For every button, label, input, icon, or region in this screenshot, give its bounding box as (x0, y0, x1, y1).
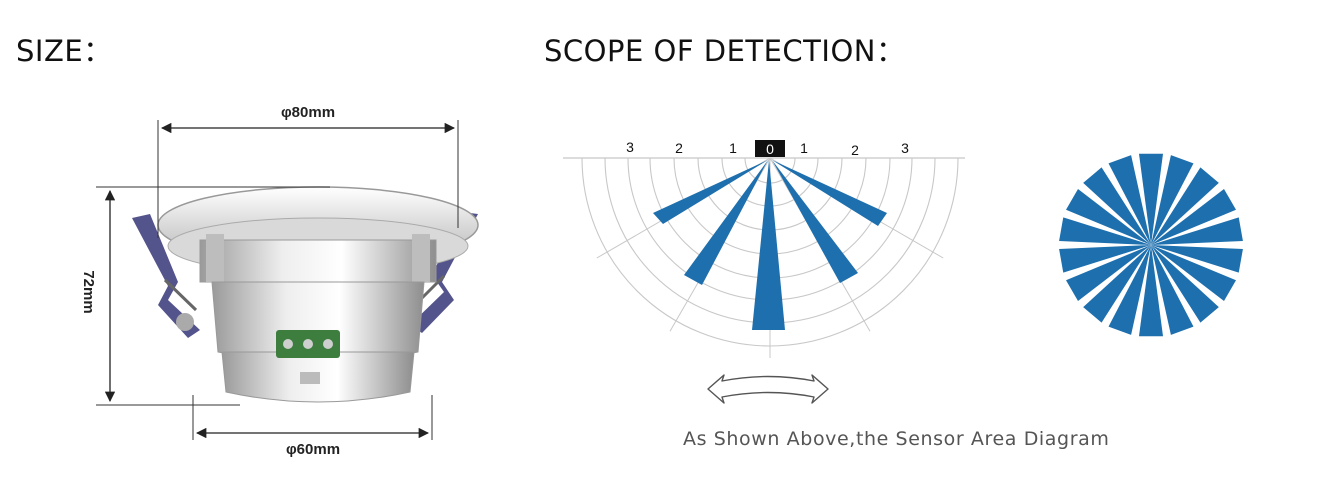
scale-right-3: 3 (901, 140, 909, 156)
radial-ray (1108, 245, 1151, 335)
scale-center-box (755, 140, 785, 157)
radial-ray (1066, 245, 1151, 302)
detection-beams (653, 160, 887, 330)
scale-right-1: 1 (800, 140, 808, 156)
radial-ray (1151, 188, 1236, 245)
scope-heading: SCOPE OF DETECTION： (544, 34, 906, 68)
scale-left-1: 1 (729, 140, 737, 156)
size-heading: SIZE： (16, 34, 113, 68)
radial-ray (1083, 245, 1151, 323)
scale-right-2: 2 (851, 142, 859, 158)
detection-beam (772, 160, 887, 226)
radial-ray (1151, 155, 1194, 245)
radial-ray (1138, 153, 1164, 245)
height-label: 72mm (80, 270, 97, 313)
detection-beam (653, 160, 768, 224)
radial-ray (1151, 245, 1219, 323)
radial-top-view-icon (1059, 153, 1243, 337)
scale-left-2: 2 (675, 140, 683, 156)
bottom-diameter-label: φ60mm (286, 441, 340, 458)
radial-ray (1151, 245, 1243, 273)
scale-left-3: 3 (626, 139, 634, 155)
scale-center: 0 (766, 141, 774, 157)
detection-beam (772, 160, 858, 283)
radial-ray (1066, 188, 1151, 245)
radial-ray (1138, 245, 1164, 337)
rotation-double-arrow-icon (707, 374, 829, 404)
radial-ray (1059, 217, 1151, 245)
detection-beam (752, 160, 785, 330)
radial-ray (1151, 217, 1243, 245)
radial-ray (1151, 167, 1219, 245)
left-spring-bracket (132, 214, 200, 338)
sensor-area-caption: As Shown Above,the Sensor Area Diagram (683, 428, 1110, 450)
dimension-lines (96, 120, 459, 440)
radial-ray (1108, 155, 1151, 245)
detection-beam (684, 160, 768, 285)
radial-ray (1083, 167, 1151, 245)
radial-ray (1059, 245, 1151, 273)
sensor-product-image (132, 186, 479, 403)
radial-ray (1151, 245, 1194, 335)
radial-ray (1151, 245, 1236, 302)
top-diameter-label: φ80mm (281, 104, 335, 121)
